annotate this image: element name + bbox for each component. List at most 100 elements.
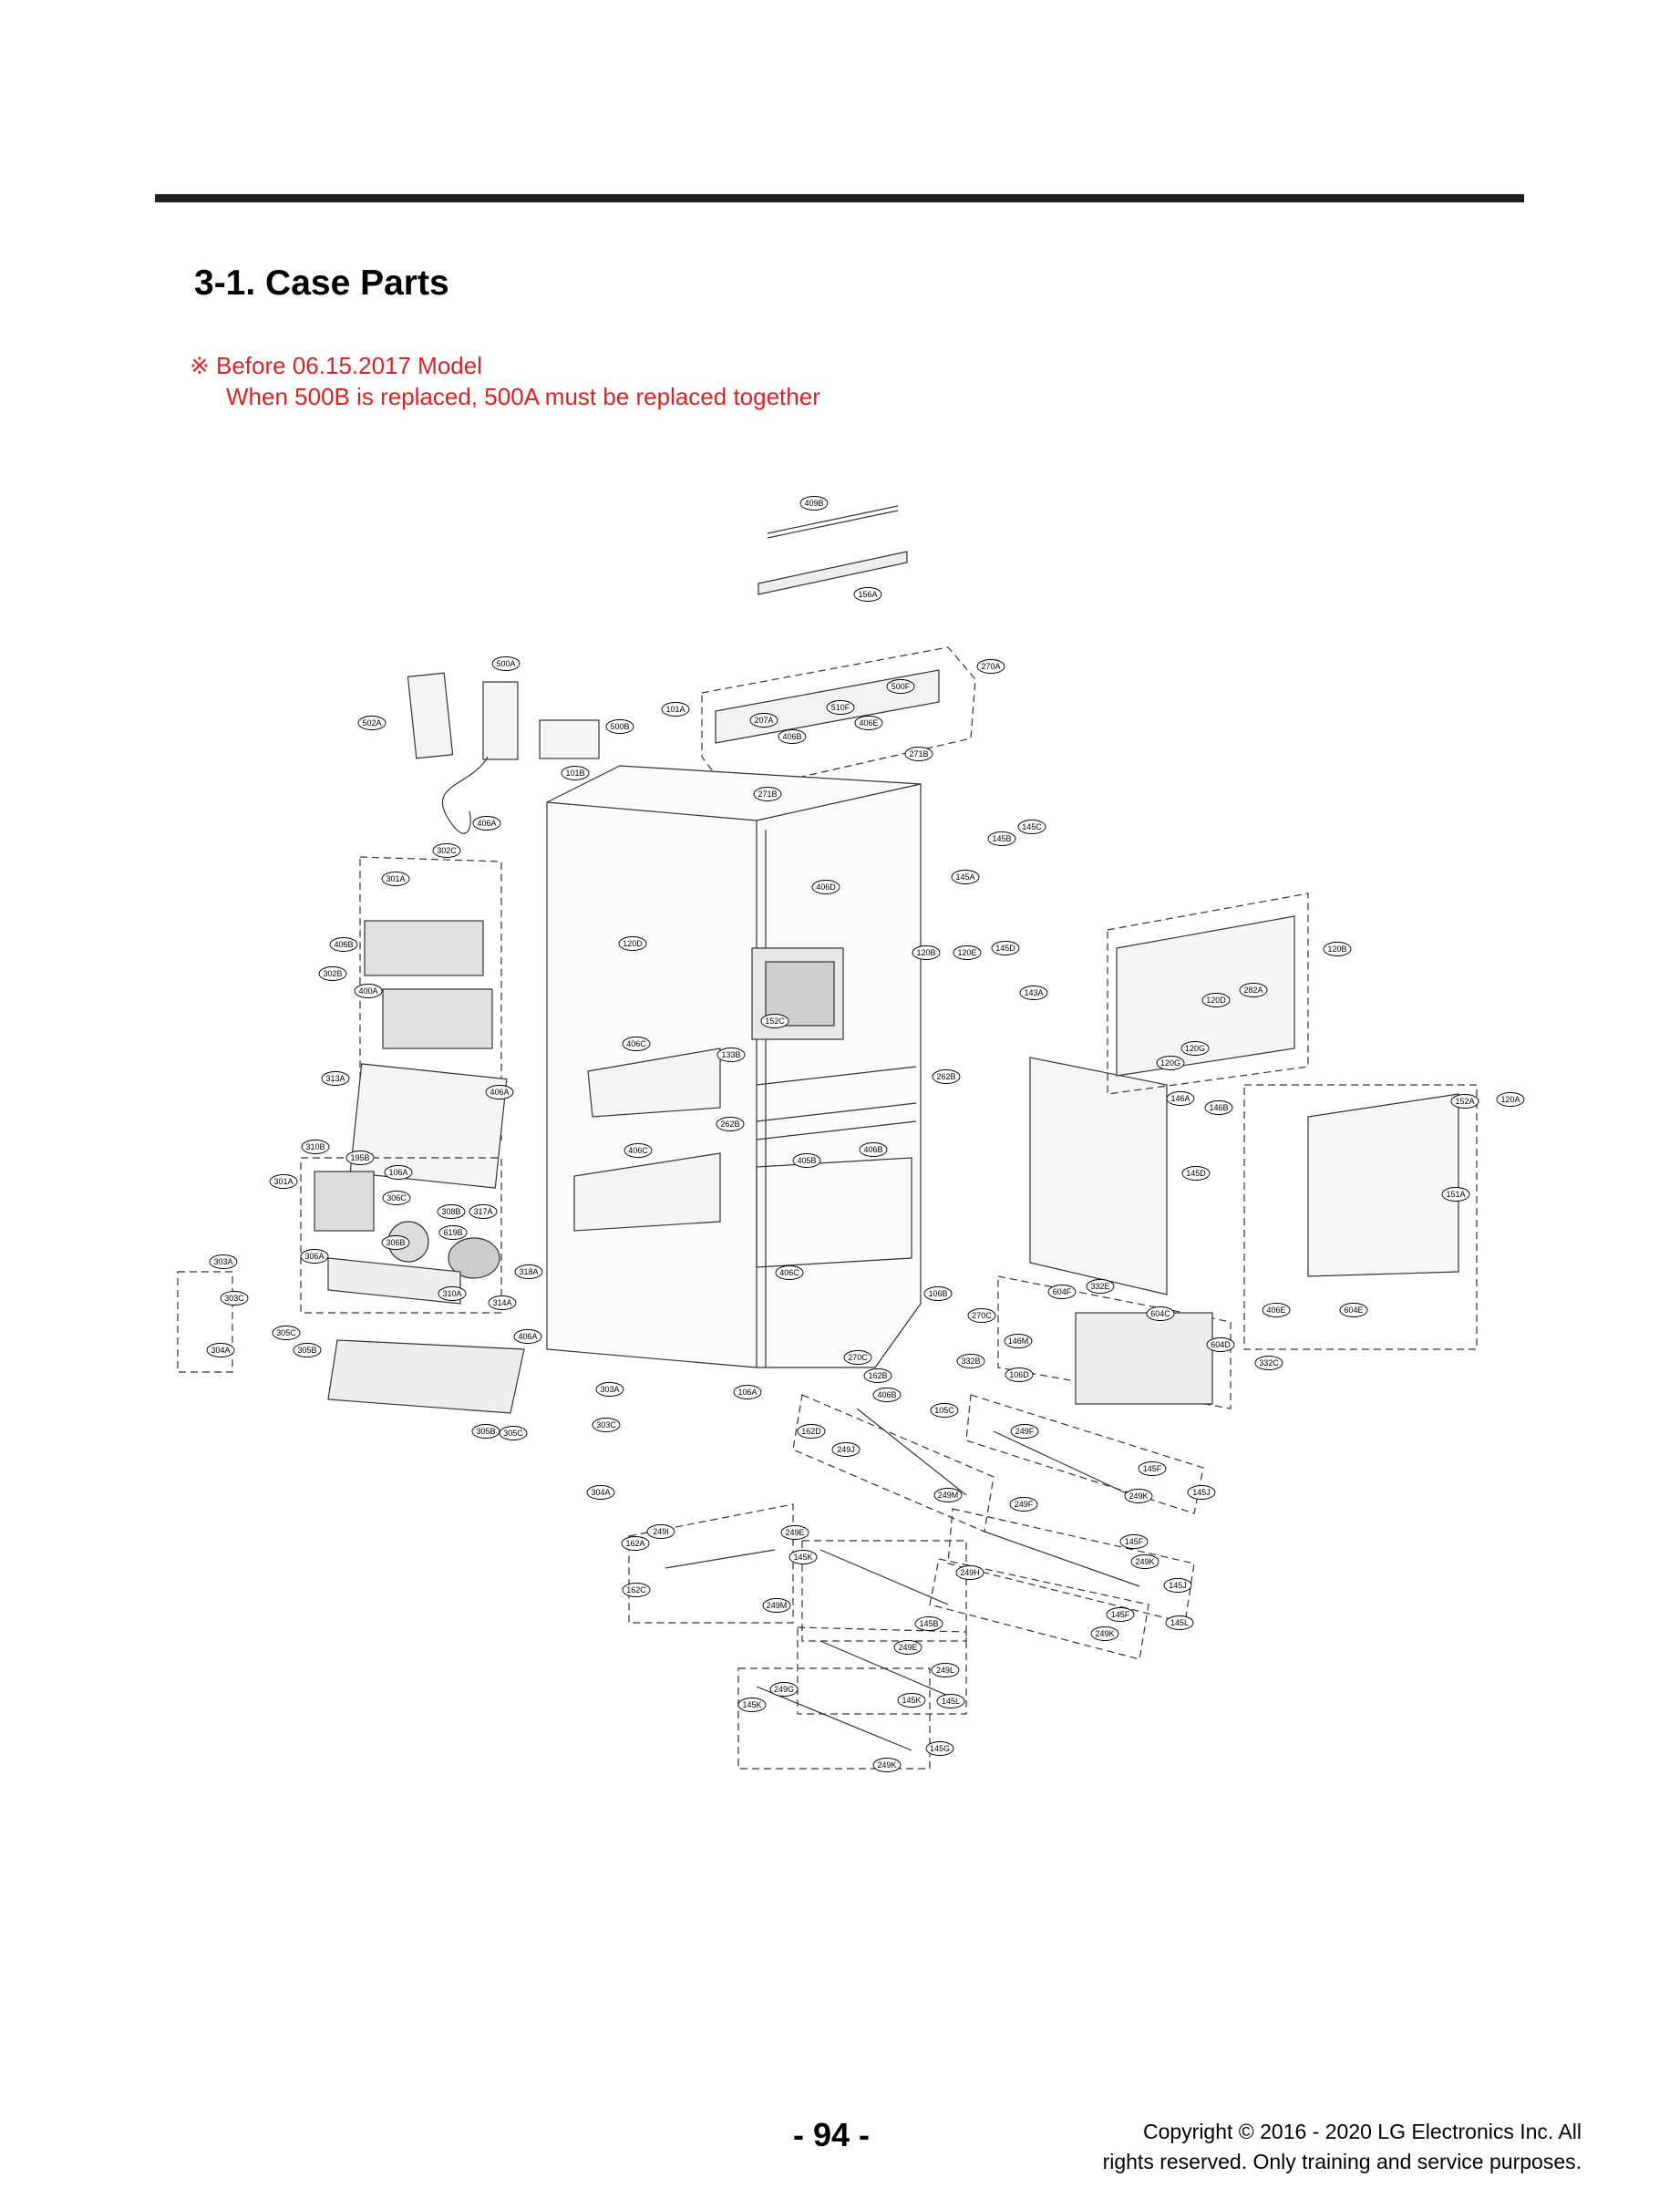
part-callout-500a: 500A — [491, 656, 520, 671]
part-callout-271b: 271B — [753, 787, 782, 801]
svg-text:133B: 133B — [721, 1050, 740, 1059]
part-callout-162d: 162D — [797, 1424, 826, 1439]
svg-text:249F: 249F — [1015, 1500, 1034, 1509]
part-callout-106b: 106B — [923, 1286, 953, 1301]
part-callout-406e: 406E — [1262, 1303, 1291, 1317]
part-callout-145k: 145K — [897, 1693, 926, 1708]
svg-text:406B: 406B — [877, 1390, 896, 1399]
part-callout-120g: 120G — [1156, 1056, 1185, 1070]
part-callout-145j: 145J — [1163, 1578, 1192, 1593]
part-callout-406a: 406A — [513, 1329, 542, 1344]
part-callout-145l: 145L — [936, 1694, 965, 1708]
svg-text:314A: 314A — [492, 1298, 511, 1307]
svg-text:270C: 270C — [848, 1353, 868, 1362]
part-callout-406b: 406B — [859, 1142, 888, 1157]
svg-text:406B: 406B — [782, 732, 801, 741]
page-number: - 94 - — [793, 2116, 871, 2153]
svg-text:195B: 195B — [350, 1153, 369, 1162]
svg-text:305B: 305B — [297, 1346, 316, 1355]
part-callout-249j: 249J — [831, 1442, 861, 1457]
svg-text:101A: 101A — [665, 705, 685, 714]
part-callout-145g: 145G — [925, 1741, 954, 1756]
svg-text:406B: 406B — [334, 940, 353, 949]
svg-text:306C: 306C — [387, 1193, 407, 1202]
svg-text:332E: 332E — [1090, 1282, 1109, 1291]
svg-text:152A: 152A — [1455, 1097, 1474, 1106]
part-callout-145b: 145B — [914, 1616, 943, 1631]
part-callout-310a: 310A — [438, 1286, 467, 1301]
part-callout-145f: 145F — [1138, 1461, 1167, 1476]
part-callout-305b: 305B — [471, 1424, 500, 1439]
svg-text:249K: 249K — [1129, 1491, 1148, 1501]
note-line-2: When 500B is replaced, 500A must be repl… — [226, 383, 820, 410]
svg-text:145D: 145D — [1186, 1169, 1206, 1178]
part-callout-303c: 303C — [220, 1291, 249, 1306]
svg-text:120E: 120E — [957, 948, 976, 957]
part-callout-405b: 405B — [792, 1153, 821, 1168]
part-callout-332b: 332B — [956, 1354, 985, 1368]
part-callout-145l: 145L — [1165, 1615, 1194, 1630]
part-callout-406e: 406E — [854, 716, 883, 730]
svg-text:604F: 604F — [1053, 1287, 1072, 1296]
svg-text:262B: 262B — [936, 1072, 955, 1081]
part-callout-304a: 304A — [206, 1343, 235, 1357]
part-callout-120d: 120D — [1201, 993, 1231, 1007]
part-callout-282a: 282A — [1239, 983, 1268, 997]
part-callout-162a: 162A — [621, 1536, 650, 1551]
svg-text:106A: 106A — [737, 1388, 757, 1397]
part-callout-105c: 105C — [930, 1403, 959, 1418]
svg-text:120G: 120G — [1160, 1058, 1180, 1068]
part-callout-406d: 406D — [811, 880, 840, 894]
svg-text:502A: 502A — [362, 718, 381, 728]
svg-text:619B: 619B — [443, 1228, 462, 1237]
svg-text:145L: 145L — [1170, 1618, 1189, 1627]
part-callout-305c: 305C — [272, 1326, 301, 1340]
svg-text:249I: 249I — [653, 1527, 669, 1536]
part-callout-409b: 409B — [799, 496, 829, 511]
part-callout-133b: 133B — [716, 1048, 746, 1062]
svg-text:120D: 120D — [1206, 996, 1226, 1005]
part-callout-120a: 120A — [1496, 1092, 1525, 1107]
part-callout-313a: 313A — [321, 1071, 350, 1086]
svg-text:313A: 313A — [325, 1074, 345, 1083]
svg-text:249M: 249M — [938, 1491, 959, 1500]
part-callout-619b: 619B — [438, 1225, 468, 1240]
part-callout-317a: 317A — [469, 1204, 498, 1219]
part-callout-145j: 145J — [1187, 1485, 1216, 1500]
part-callout-270c: 270C — [967, 1308, 996, 1323]
part-callout-318a: 318A — [514, 1264, 543, 1279]
svg-text:303A: 303A — [213, 1257, 232, 1266]
part-callout-406c: 406C — [775, 1265, 804, 1280]
svg-text:145J: 145J — [1169, 1581, 1187, 1590]
part-callout-249l: 249L — [931, 1663, 960, 1677]
replacement-note: ※ Before 06.15.2017 Model When 500B is r… — [190, 350, 820, 412]
part-callout-406b: 406B — [778, 729, 807, 744]
part-callout-308b: 308B — [437, 1204, 466, 1219]
part-callout-249i: 249I — [646, 1524, 675, 1539]
svg-text:162B: 162B — [868, 1371, 887, 1380]
svg-text:145J: 145J — [1192, 1488, 1211, 1497]
part-callout-120b: 120B — [912, 945, 941, 960]
part-callout-101a: 101A — [661, 702, 690, 717]
part-callout-314a: 314A — [488, 1295, 517, 1310]
part-callout-400a: 400A — [354, 984, 383, 998]
part-callout-604e: 604E — [1339, 1303, 1368, 1317]
svg-text:145K: 145K — [742, 1700, 761, 1709]
part-callout-145d: 145D — [1181, 1166, 1211, 1181]
svg-text:106D: 106D — [1009, 1370, 1029, 1379]
svg-text:249J: 249J — [837, 1445, 855, 1454]
part-callout-249k: 249K — [1130, 1554, 1160, 1569]
part-callout-195b: 195B — [345, 1151, 375, 1165]
svg-text:145A: 145A — [955, 872, 974, 882]
svg-text:317A: 317A — [473, 1207, 492, 1216]
svg-text:305C: 305C — [276, 1328, 296, 1337]
svg-text:249G: 249G — [774, 1685, 794, 1694]
svg-text:262B: 262B — [720, 1120, 739, 1129]
svg-text:305B: 305B — [476, 1427, 495, 1436]
part-callout-302c: 302C — [432, 843, 461, 858]
part-callout-306a: 306A — [300, 1249, 329, 1264]
svg-text:332C: 332C — [1259, 1358, 1279, 1368]
part-callout-304a: 304A — [586, 1485, 615, 1500]
part-callout-500b: 500B — [605, 719, 634, 734]
